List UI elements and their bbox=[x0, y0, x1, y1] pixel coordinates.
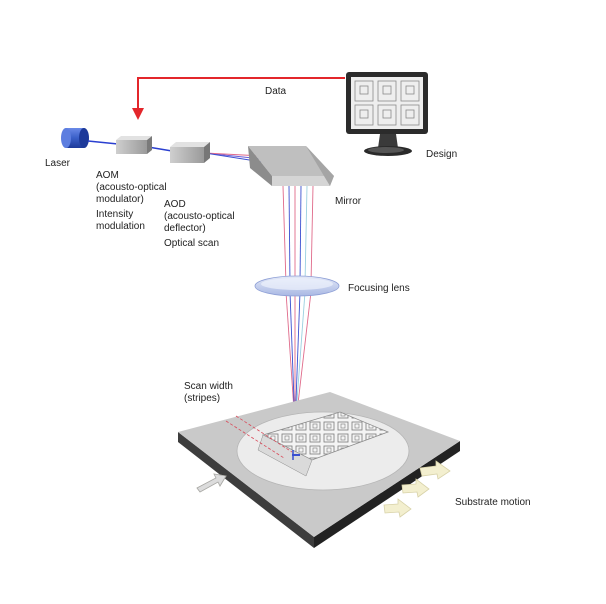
aod-box-icon bbox=[170, 142, 210, 163]
label-aod: AOD (acousto-optical deflector) bbox=[164, 199, 235, 234]
label-mirror: Mirror bbox=[335, 196, 362, 207]
label-laser: Laser bbox=[45, 158, 71, 169]
motion-arrow-left bbox=[196, 473, 227, 493]
laser-cylinder-icon bbox=[61, 128, 89, 148]
aom-box-icon bbox=[116, 136, 152, 154]
label-scan-width: Scan width (stripes) bbox=[184, 381, 233, 404]
label-optical-scan: Optical scan bbox=[164, 238, 220, 249]
label-aom: AOM (acousto-optical modulator) bbox=[96, 170, 167, 205]
label-intensity-modulation: Intensity modulation bbox=[96, 209, 145, 232]
label-design: Design bbox=[426, 149, 458, 160]
substrate-stage-icon bbox=[178, 392, 460, 548]
mirror-prism-icon bbox=[248, 146, 334, 186]
label-data: Data bbox=[265, 86, 287, 97]
data-arrow bbox=[132, 77, 345, 120]
monitor-icon bbox=[346, 72, 428, 156]
focusing-lens-icon bbox=[254, 275, 340, 297]
label-substrate-motion: Substrate motion bbox=[455, 497, 531, 508]
label-focusing-lens: Focusing lens bbox=[348, 283, 410, 294]
